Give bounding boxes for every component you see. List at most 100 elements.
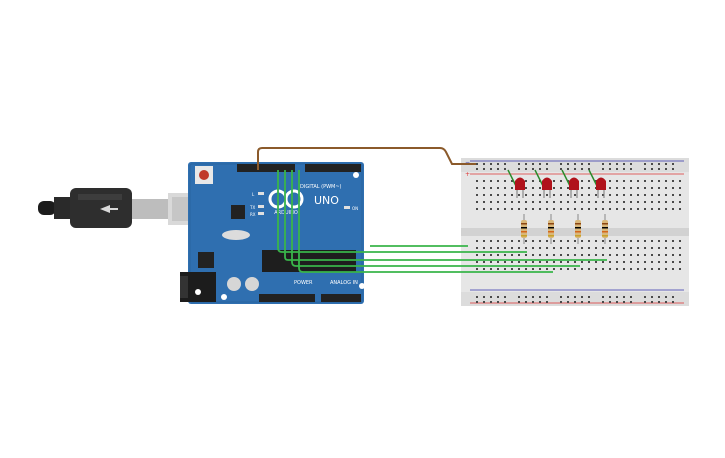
breadboard-hole[interactable] xyxy=(651,261,653,263)
breadboard-hole[interactable] xyxy=(567,168,569,170)
breadboard-hole[interactable] xyxy=(560,201,562,203)
breadboard-hole[interactable] xyxy=(644,296,646,298)
breadboard-hole[interactable] xyxy=(525,187,527,189)
breadboard-hole[interactable] xyxy=(497,240,499,242)
breadboard-hole[interactable] xyxy=(665,296,667,298)
breadboard-hole[interactable] xyxy=(609,163,611,165)
breadboard-hole[interactable] xyxy=(490,261,492,263)
breadboard-hole[interactable] xyxy=(539,194,541,196)
breadboard-hole[interactable] xyxy=(630,254,632,256)
breadboard-hole[interactable] xyxy=(630,187,632,189)
breadboard-hole[interactable] xyxy=(672,201,674,203)
breadboard-hole[interactable] xyxy=(616,254,618,256)
breadboard-holes[interactable] xyxy=(476,163,681,303)
breadboard-hole[interactable] xyxy=(525,208,527,210)
breadboard-hole[interactable] xyxy=(560,301,562,303)
breadboard-hole[interactable] xyxy=(546,240,548,242)
breadboard-hole[interactable] xyxy=(630,261,632,263)
breadboard-hole[interactable] xyxy=(483,301,485,303)
breadboard-hole[interactable] xyxy=(511,247,513,249)
breadboard-hole[interactable] xyxy=(518,301,520,303)
breadboard-hole[interactable] xyxy=(581,194,583,196)
breadboard-hole[interactable] xyxy=(567,296,569,298)
led-4[interactable] xyxy=(588,169,606,198)
breadboard-hole[interactable] xyxy=(546,296,548,298)
resistor-4[interactable] xyxy=(602,214,608,244)
breadboard-hole[interactable] xyxy=(511,268,513,270)
breadboard-hole[interactable] xyxy=(616,187,618,189)
breadboard-hole[interactable] xyxy=(651,194,653,196)
breadboard-hole[interactable] xyxy=(539,296,541,298)
breadboard-hole[interactable] xyxy=(546,208,548,210)
breadboard-hole[interactable] xyxy=(504,247,506,249)
breadboard-hole[interactable] xyxy=(665,208,667,210)
breadboard-hole[interactable] xyxy=(497,194,499,196)
breadboard-hole[interactable] xyxy=(518,201,520,203)
breadboard-hole[interactable] xyxy=(679,194,681,196)
breadboard-hole[interactable] xyxy=(476,296,478,298)
breadboard-hole[interactable] xyxy=(511,261,513,263)
breadboard-hole[interactable] xyxy=(511,187,513,189)
breadboard-hole[interactable] xyxy=(539,254,541,256)
breadboard-hole[interactable] xyxy=(574,194,576,196)
breadboard-hole[interactable] xyxy=(616,301,618,303)
breadboard-hole[interactable] xyxy=(609,268,611,270)
breadboard-hole[interactable] xyxy=(525,240,527,242)
breadboard-hole[interactable] xyxy=(602,254,604,256)
breadboard-hole[interactable] xyxy=(567,240,569,242)
breadboard-hole[interactable] xyxy=(658,208,660,210)
breadboard-hole[interactable] xyxy=(616,240,618,242)
breadboard-hole[interactable] xyxy=(630,240,632,242)
breadboard-hole[interactable] xyxy=(518,168,520,170)
breadboard-hole[interactable] xyxy=(539,301,541,303)
breadboard-hole[interactable] xyxy=(518,268,520,270)
breadboard-hole[interactable] xyxy=(560,168,562,170)
breadboard-hole[interactable] xyxy=(679,254,681,256)
breadboard-hole[interactable] xyxy=(483,194,485,196)
breadboard-hole[interactable] xyxy=(490,296,492,298)
breadboard-hole[interactable] xyxy=(560,296,562,298)
breadboard-hole[interactable] xyxy=(637,261,639,263)
breadboard-hole[interactable] xyxy=(644,168,646,170)
breadboard-hole[interactable] xyxy=(581,201,583,203)
breadboard-hole[interactable] xyxy=(476,254,478,256)
breadboard-hole[interactable] xyxy=(672,261,674,263)
breadboard-hole[interactable] xyxy=(672,208,674,210)
breadboard-hole[interactable] xyxy=(476,240,478,242)
signal-wire-4[interactable] xyxy=(298,170,553,273)
breadboard-hole[interactable] xyxy=(581,208,583,210)
breadboard-hole[interactable] xyxy=(665,268,667,270)
breadboard-hole[interactable] xyxy=(609,247,611,249)
usb-cable[interactable] xyxy=(38,188,213,228)
breadboard-hole[interactable] xyxy=(574,208,576,210)
breadboard-hole[interactable] xyxy=(560,240,562,242)
breadboard-hole[interactable] xyxy=(511,194,513,196)
breadboard-hole[interactable] xyxy=(672,163,674,165)
breadboard-hole[interactable] xyxy=(525,247,527,249)
breadboard-hole[interactable] xyxy=(483,261,485,263)
breadboard-hole[interactable] xyxy=(637,247,639,249)
breadboard-hole[interactable] xyxy=(588,268,590,270)
breadboard-hole[interactable] xyxy=(504,168,506,170)
breadboard-hole[interactable] xyxy=(567,208,569,210)
ground-wire[interactable] xyxy=(257,147,476,170)
breadboard-hole[interactable] xyxy=(665,187,667,189)
breadboard-hole[interactable] xyxy=(665,163,667,165)
breadboard-hole[interactable] xyxy=(539,208,541,210)
signal-wires[interactable] xyxy=(277,170,607,273)
breadboard-hole[interactable] xyxy=(525,296,527,298)
breadboard-hole[interactable] xyxy=(658,201,660,203)
breadboard-hole[interactable] xyxy=(497,201,499,203)
breadboard-hole[interactable] xyxy=(679,268,681,270)
breadboard-hole[interactable] xyxy=(511,201,513,203)
breadboard-hole[interactable] xyxy=(616,247,618,249)
breadboard-hole[interactable] xyxy=(609,201,611,203)
resistor-3[interactable] xyxy=(575,214,581,244)
breadboard-hole[interactable] xyxy=(490,240,492,242)
breadboard-hole[interactable] xyxy=(658,180,660,182)
breadboard-hole[interactable] xyxy=(553,254,555,256)
breadboard-hole[interactable] xyxy=(602,240,604,242)
breadboard-hole[interactable] xyxy=(637,254,639,256)
breadboard-hole[interactable] xyxy=(651,187,653,189)
